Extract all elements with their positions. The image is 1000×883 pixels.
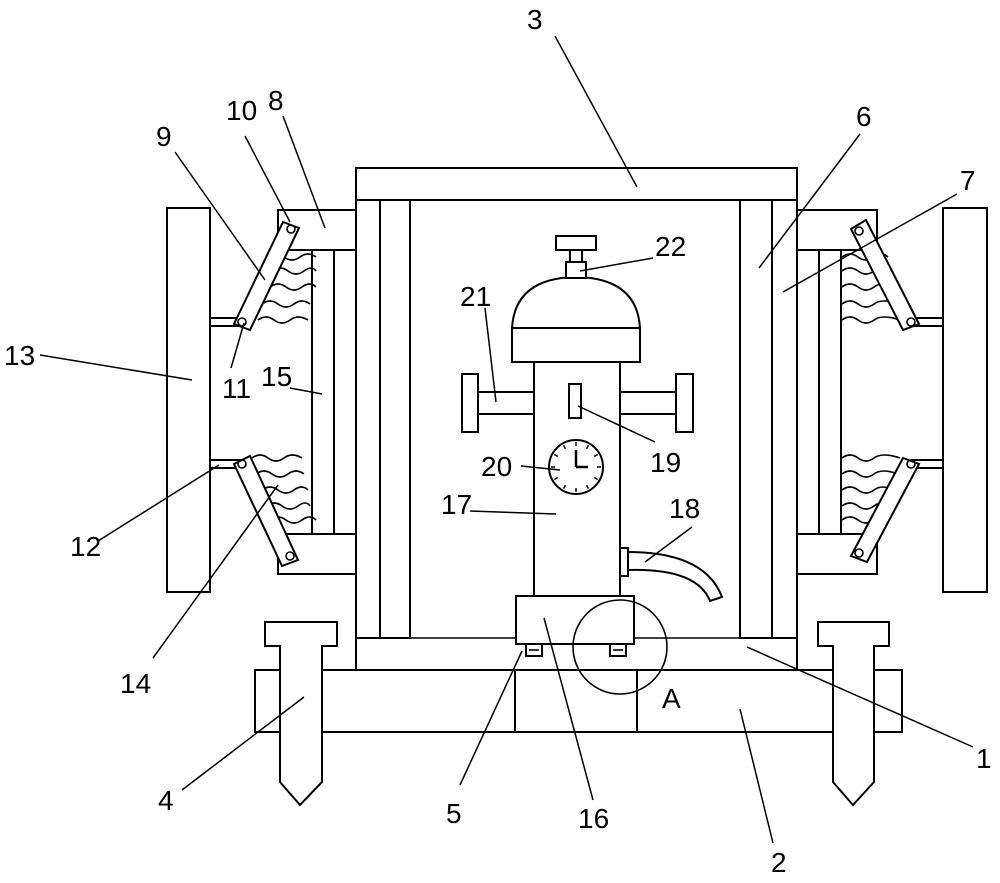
leader-2	[739, 708, 774, 844]
right-outlet-flange	[675, 373, 694, 433]
left-outlet-pipe	[477, 391, 535, 415]
left-outer-rail	[355, 199, 381, 639]
label-6: 6	[856, 101, 872, 132]
leader-11	[230, 322, 245, 369]
label-detail-a: A	[662, 683, 681, 714]
right-lower-link	[849, 456, 921, 564]
ground-spike-left	[264, 621, 338, 807]
leader-17	[469, 510, 557, 515]
detail-circle-a	[572, 599, 668, 695]
ground-spike-right	[817, 621, 890, 807]
label-7: 7	[960, 165, 976, 196]
leader-14	[152, 484, 279, 659]
leader-13	[39, 354, 193, 381]
left-guide-bar-2	[333, 249, 357, 535]
right-bumper-plate	[942, 207, 988, 593]
pressure-gauge	[548, 439, 604, 495]
right-inner-rail	[739, 199, 773, 639]
hinge-hole	[854, 548, 864, 558]
hinge-hole	[906, 459, 916, 469]
leader-20	[520, 465, 561, 471]
hydrant-base-mount	[515, 595, 635, 645]
right-upper-link	[849, 218, 921, 332]
leader-19	[577, 405, 656, 443]
leader-12	[97, 464, 220, 542]
gauge-tick	[593, 476, 599, 481]
gauge-tick	[562, 444, 567, 450]
right-guide-bar	[796, 249, 820, 535]
label-20: 20	[481, 451, 512, 482]
top-beam	[355, 167, 798, 201]
leader-3	[554, 35, 638, 188]
valve-neck	[569, 249, 583, 263]
gauge-tick	[562, 484, 567, 490]
hinge-hole	[285, 551, 295, 561]
bolts	[525, 643, 627, 657]
hose-connector	[619, 547, 629, 577]
leader-18	[644, 526, 693, 563]
leader-6	[758, 133, 861, 269]
label-10: 10	[226, 95, 257, 126]
hinge-hole	[854, 226, 864, 236]
hinge-hole	[237, 317, 247, 327]
label-21: 21	[460, 281, 491, 312]
right-guide-bar-2	[818, 249, 842, 535]
gauge-tick	[553, 476, 559, 481]
left-upper-link	[232, 220, 301, 332]
label-3: 3	[527, 4, 543, 35]
leader-lines	[39, 35, 974, 844]
label-4: 4	[158, 785, 174, 816]
label-9: 9	[156, 121, 172, 152]
left-outlet-flange	[461, 373, 479, 433]
gauge-tick	[585, 444, 590, 450]
leader-4	[181, 696, 305, 791]
hinge-hole	[237, 459, 247, 469]
gauge-tick	[593, 453, 599, 458]
leader-22	[579, 257, 654, 272]
label-16: 16	[578, 803, 609, 834]
label-17: 17	[441, 489, 472, 520]
leader-15	[289, 387, 323, 395]
label-13: 13	[4, 340, 35, 371]
leader-5	[459, 650, 523, 786]
label-14: 14	[120, 668, 151, 699]
right-outer-rail	[771, 199, 798, 639]
leader-16	[543, 617, 594, 801]
leader-9	[174, 151, 266, 281]
hose-pipe	[627, 550, 724, 603]
label-19: 19	[650, 447, 681, 478]
leader-21	[484, 307, 497, 403]
left-lower-link	[232, 454, 300, 568]
left-bumper-plate	[166, 207, 211, 593]
valve-handle	[555, 235, 597, 251]
indicator-slot	[568, 383, 582, 419]
leader-1	[746, 646, 974, 748]
hinge-hole	[906, 317, 916, 327]
label-2: 2	[771, 847, 787, 878]
left-inner-rail	[379, 199, 411, 639]
label-8: 8	[268, 85, 284, 116]
gauge-tick	[553, 453, 559, 458]
leader-7	[782, 193, 958, 293]
label-15: 15	[261, 361, 292, 392]
label-11: 11	[222, 373, 251, 404]
leader-8	[282, 115, 326, 229]
label-22: 22	[655, 231, 686, 262]
label-5: 5	[446, 798, 462, 829]
label-1: 1	[976, 743, 992, 774]
hinge-hole	[286, 224, 296, 234]
base-center-block	[514, 669, 638, 733]
label-18: 18	[669, 493, 700, 524]
right-outlet-pipe	[619, 391, 677, 415]
hydrant-cap-ring	[511, 327, 641, 363]
leader-10	[244, 135, 291, 223]
gauge-tick	[585, 484, 590, 490]
part-labels: 3 6 7 8 9 10 11 12 13 14 15 16 17 18 19 …	[4, 4, 992, 878]
label-12: 12	[70, 531, 101, 562]
